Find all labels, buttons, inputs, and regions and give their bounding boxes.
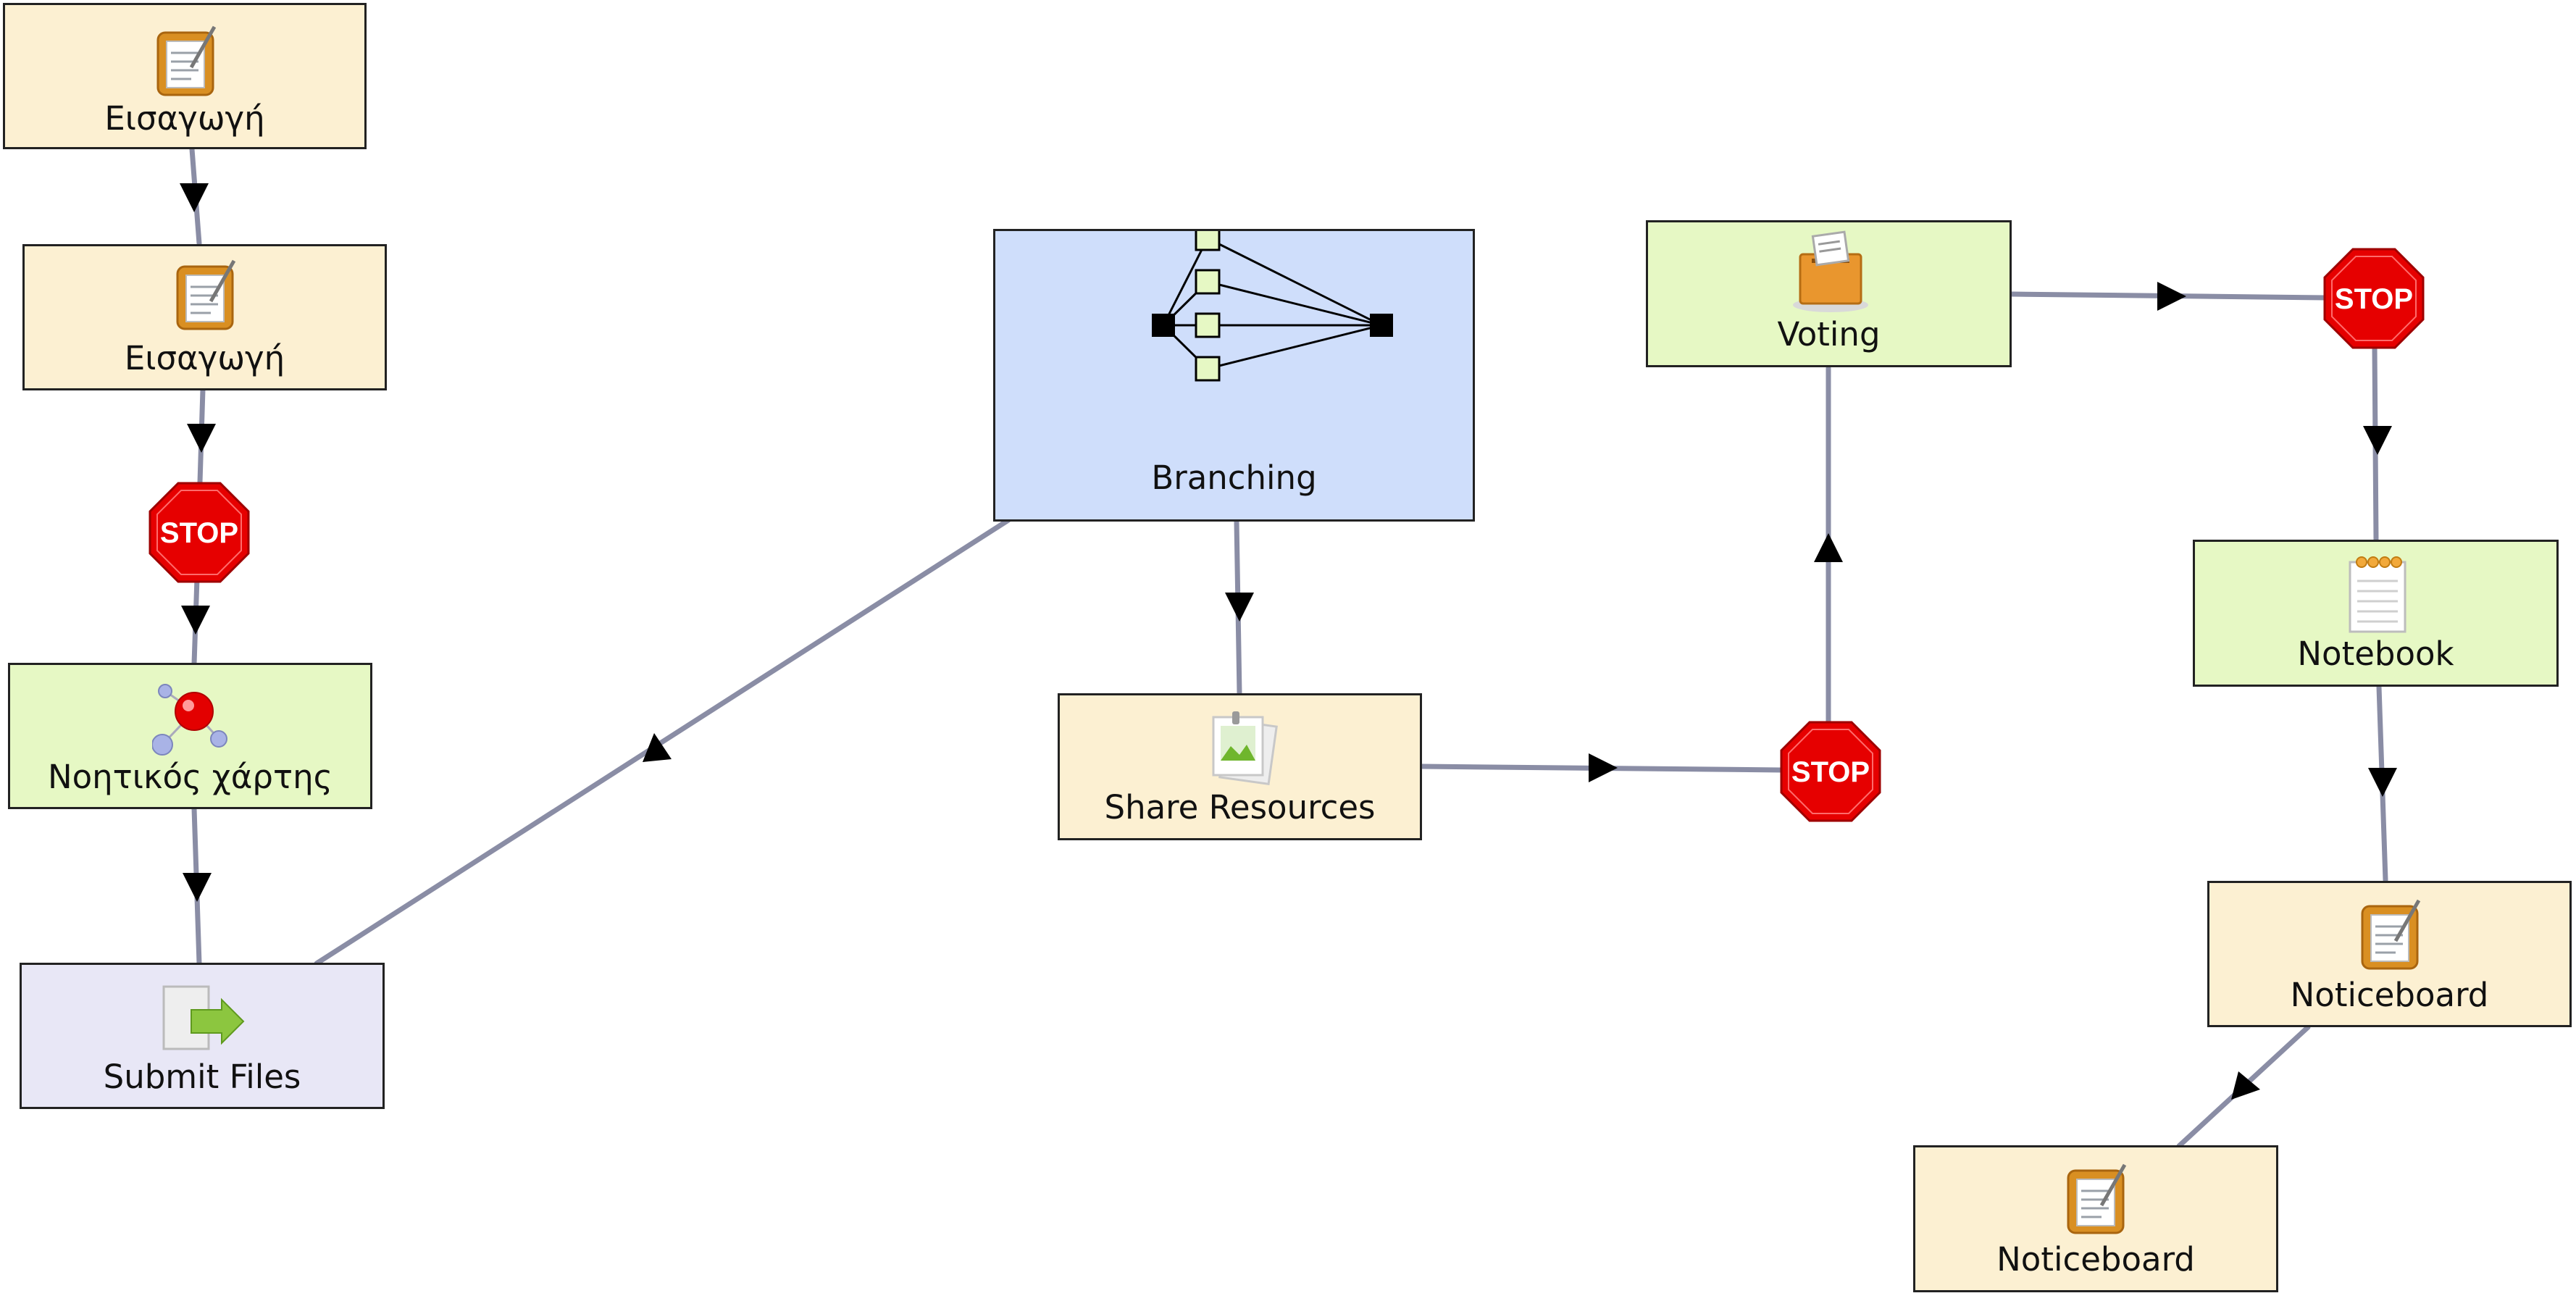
- connector-submit-branching: [314, 517, 1011, 966]
- arrowhead: [2368, 768, 2397, 797]
- notice-clipboard-icon: [2067, 1163, 2127, 1234]
- stop-gate-3[interactable]: STOP: [2323, 248, 2425, 349]
- mindmap-icon: [152, 684, 227, 756]
- activity-label: Νοητικός χάρτης: [47, 758, 333, 796]
- arrowhead: [1589, 753, 1618, 782]
- activity-noticeboard-2[interactable]: Noticeboard: [1913, 1145, 2278, 1292]
- arrowhead: [1225, 593, 1254, 622]
- activity-eisagogi-1[interactable]: Εισαγωγή: [3, 3, 367, 149]
- arrowhead: [180, 183, 209, 212]
- activity-label: Voting: [1777, 315, 1881, 354]
- activity-branching[interactable]: Branching: [993, 229, 1475, 522]
- activity-share-resources[interactable]: Share Resources: [1058, 693, 1422, 840]
- arrowhead: [2231, 1071, 2260, 1100]
- stop-gate-1[interactable]: STOP: [149, 482, 250, 583]
- activity-noticeboard-1[interactable]: Noticeboard: [2207, 881, 2572, 1027]
- share-resources-icon: [1212, 711, 1278, 786]
- stop-label: STOP: [2335, 283, 2413, 315]
- activity-label: Notebook: [2297, 635, 2454, 673]
- voting-ballot-icon: [1793, 230, 1868, 312]
- activity-label: Submit Files: [103, 1058, 301, 1096]
- submit-files-icon: [162, 985, 245, 1050]
- notebook-icon: [2349, 556, 2406, 633]
- stop-label: STOP: [1791, 756, 1870, 788]
- activity-mindmap[interactable]: Νοητικός χάρτης: [8, 663, 372, 809]
- notice-clipboard-icon: [2361, 899, 2421, 970]
- activity-label: Noticeboard: [2290, 976, 2489, 1014]
- activity-label: Εισαγωγή: [124, 339, 285, 377]
- activity-label: Noticeboard: [1996, 1240, 2195, 1279]
- arrowhead: [187, 424, 216, 453]
- arrowhead: [2157, 282, 2186, 311]
- activity-eisagogi-2[interactable]: Εισαγωγή: [22, 244, 387, 390]
- activity-submit-files[interactable]: Submit Files: [20, 963, 385, 1109]
- notice-clipboard-icon: [176, 259, 236, 330]
- arrowhead: [2363, 426, 2392, 455]
- arrowhead: [643, 733, 672, 762]
- arrowhead: [181, 606, 210, 635]
- branching-icon: [1152, 231, 1393, 382]
- activity-label: Share Resources: [1104, 788, 1376, 827]
- activity-label: Εισαγωγή: [104, 99, 265, 138]
- stop-gate-2[interactable]: STOP: [1780, 721, 1881, 822]
- activity-voting[interactable]: Voting: [1646, 220, 2012, 367]
- arrowhead: [183, 873, 212, 902]
- activity-label: Branching: [1151, 459, 1317, 497]
- activity-notebook[interactable]: Notebook: [2193, 540, 2559, 687]
- arrowhead: [1814, 533, 1843, 562]
- stop-label: STOP: [160, 517, 238, 549]
- notice-clipboard-icon: [156, 25, 217, 96]
